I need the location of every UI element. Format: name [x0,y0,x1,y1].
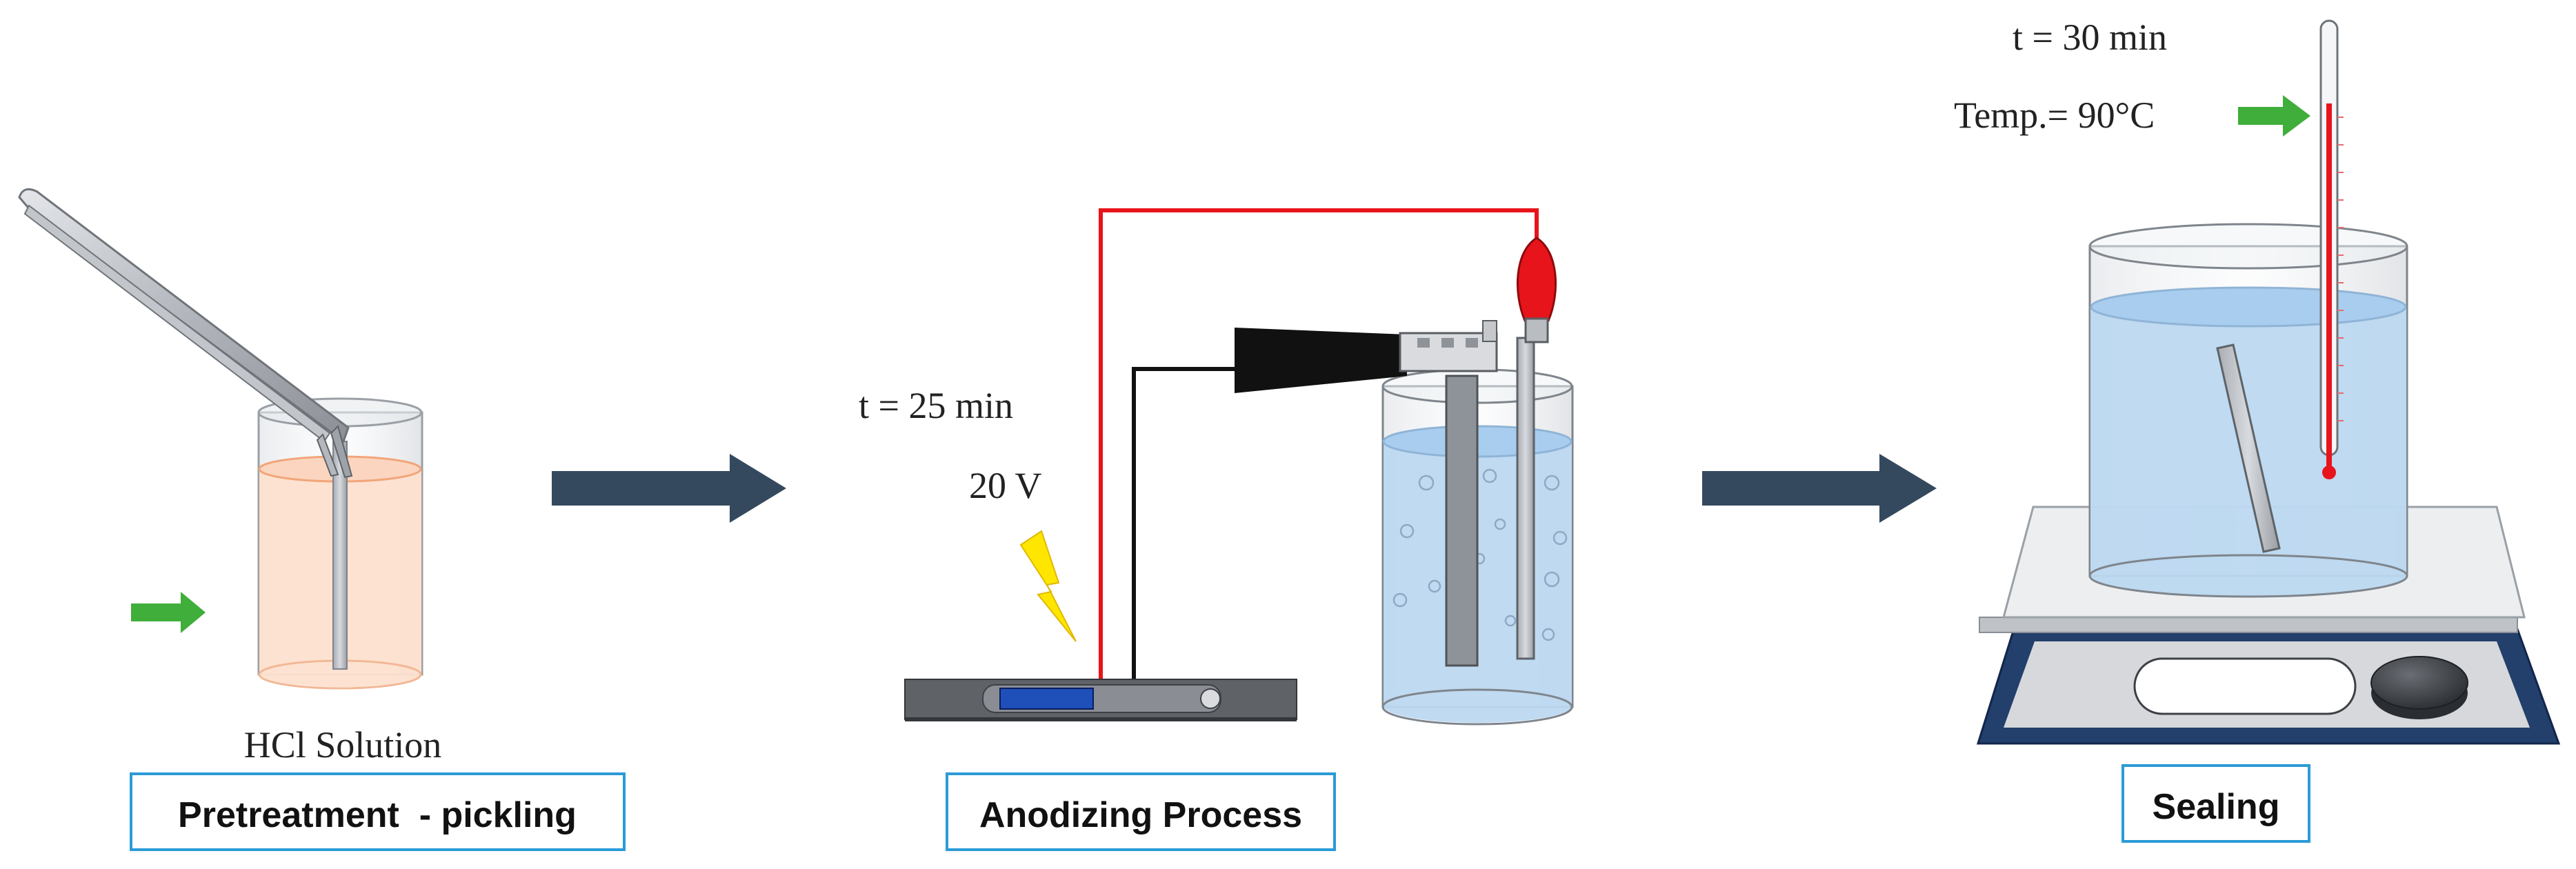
stage-sealing: t = 30 min Temp.= 90°C Sealing [1954,17,2561,843]
anode-sample [1516,337,1535,660]
green-indicator-arrow [2238,95,2310,137]
bubbles [1392,468,1568,641]
black-wire [1132,367,1235,679]
stage-label-box: Sealing [2121,764,2310,843]
flow-arrow [1702,454,1937,523]
tweezers-icon [18,188,353,479]
sealing-time-label: t = 30 min [2013,17,2167,58]
stage-label-pretreatment: Pretreatment - pickling [178,795,577,835]
sealed-sample [2216,343,2281,553]
red-clip-icon [1516,237,1557,343]
stage-pretreatment: HCl Solution Pretreatment - pickling [18,188,626,851]
voltage-label: 20 V [969,465,1042,506]
cathode [1445,374,1479,667]
thermometer-icon [2319,19,2344,479]
black-clamp-icon [1235,320,1498,393]
solution-label: HCl Solution [244,724,442,766]
stage-anodizing: t = 25 min 20 V Anodizing Process [859,208,1574,851]
red-wire [1099,208,1539,679]
lightning-icon [1019,530,1077,642]
stage-label-sealing: Sealing [2153,787,2280,827]
stage-label-anodizing: Anodizing Process [979,795,1302,835]
flow-arrow [552,454,786,523]
power-supply-icon [904,679,1297,721]
green-indicator-arrow [131,592,206,633]
temperature-label: Temp.= 90°C [1954,94,2155,136]
stage-label-box: Pretreatment - pickling [130,772,626,851]
anodizing-time-label: t = 25 min [859,385,1013,426]
stage-label-box: Anodizing Process [946,772,1336,851]
